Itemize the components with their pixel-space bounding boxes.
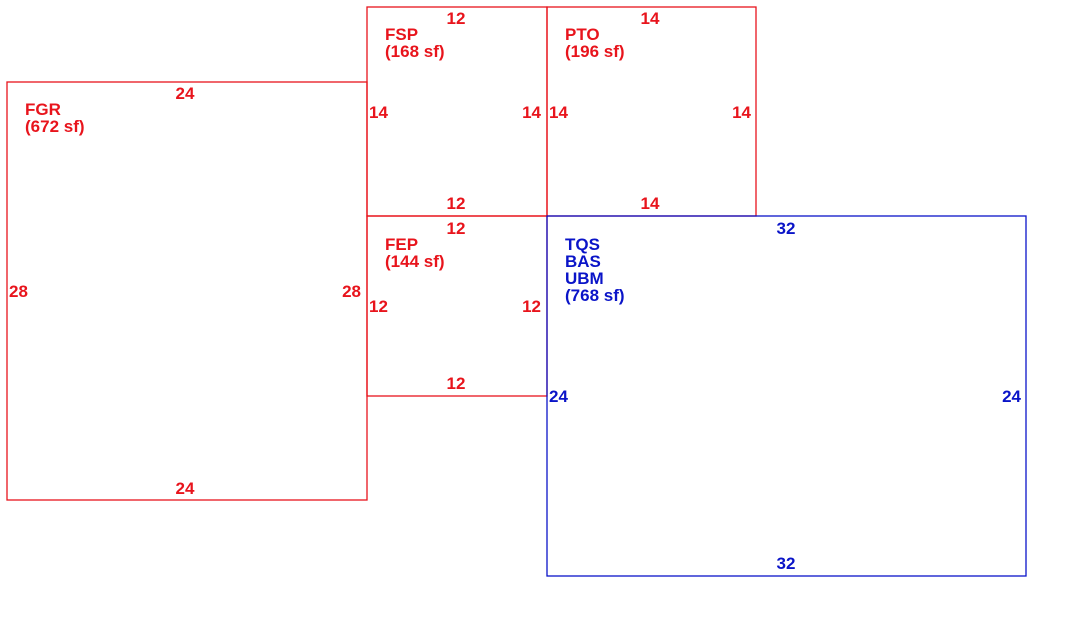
main-dim-top: 32	[777, 219, 796, 238]
fsp-area: (168 sf)	[385, 42, 445, 61]
fsp-dim-bottom: 12	[447, 194, 466, 213]
fgr-dim-top: 24	[176, 84, 195, 103]
fsp-dim-right: 14	[522, 103, 541, 122]
fsp-dim-left: 14	[369, 103, 388, 122]
area-pto: PTO (196 sf) 14 14 14 14	[546, 6, 757, 217]
pto-dim-right: 14	[732, 103, 751, 122]
pto-dim-bottom: 14	[641, 194, 660, 213]
area-fep: FEP (144 sf) 12 12 12 12	[366, 215, 548, 397]
fgr-dim-left: 28	[9, 282, 28, 301]
pto-dim-left: 14	[549, 103, 568, 122]
fgr-dim-right: 28	[342, 282, 361, 301]
main-dim-right: 24	[1002, 387, 1021, 406]
fgr-area: (672 sf)	[25, 117, 85, 136]
main-code-1: TQS	[565, 235, 600, 254]
main-code-3: UBM	[565, 269, 604, 288]
pto-area: (196 sf)	[565, 42, 625, 61]
main-outline	[546, 215, 1027, 577]
pto-code: PTO	[565, 25, 600, 44]
fep-dim-top: 12	[447, 219, 466, 238]
main-dim-left: 24	[549, 387, 568, 406]
fep-code: FEP	[385, 235, 418, 254]
area-fsp: FSP (168 sf) 12 12 14 14	[366, 6, 548, 217]
fgr-dim-bottom: 24	[176, 479, 195, 498]
fep-dim-right: 12	[522, 297, 541, 316]
area-main: TQS BAS UBM (768 sf) 32 32 24 24	[546, 215, 1027, 577]
fgr-code: FGR	[25, 100, 61, 119]
area-fgr: FGR (672 sf) 24 24 28 28	[6, 81, 368, 501]
fep-area: (144 sf)	[385, 252, 445, 271]
fep-dim-bottom: 12	[447, 374, 466, 393]
fep-dim-left: 12	[369, 297, 388, 316]
fsp-dim-top: 12	[447, 9, 466, 28]
fgr-outline	[6, 81, 368, 501]
fsp-code: FSP	[385, 25, 418, 44]
main-dim-bottom: 32	[777, 554, 796, 573]
main-area: (768 sf)	[565, 286, 625, 305]
main-code-2: BAS	[565, 252, 601, 271]
pto-dim-top: 14	[641, 9, 660, 28]
